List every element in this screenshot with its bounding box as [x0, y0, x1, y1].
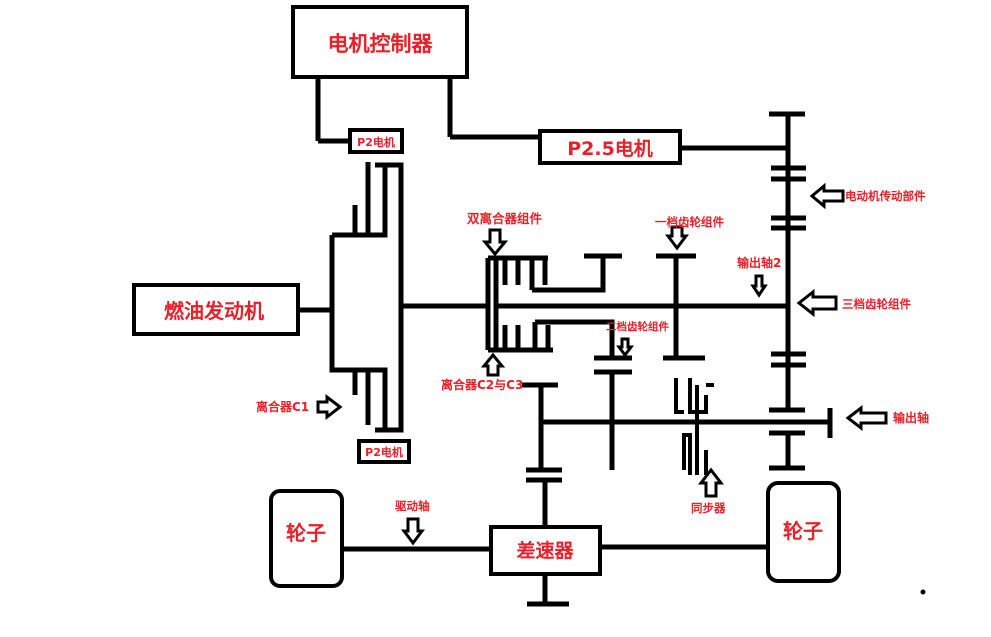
output-shaft-arrow-icon [845, 404, 888, 432]
p25-motor-label: P2.5电机 [567, 137, 653, 160]
wheel-left [269, 489, 344, 588]
clutch-c2-c3-arrow-icon [480, 352, 506, 377]
second-gear-label: 二档齿轮组件 [606, 320, 669, 333]
clutch-c2-c3-label: 离合器C2与C3 [441, 377, 523, 392]
synchronizer-label: 同步器 [691, 501, 726, 515]
motor-controller-box [291, 5, 469, 79]
stray-dot [920, 589, 926, 595]
output-shaft-2-label: 输出轴2 [737, 255, 781, 270]
motor-drive-gear-train [769, 111, 806, 471]
wheel-left-label: 轮子 [286, 521, 326, 545]
differential-label: 差速器 [516, 539, 574, 562]
first-gear-arrow-icon [665, 225, 689, 251]
wheel-right [766, 481, 841, 583]
differential-box [489, 525, 602, 576]
second-gear-set [594, 369, 632, 470]
p2-motor-bottom-label: P2电机 [365, 445, 403, 459]
engine-label: 燃油发动机 [164, 299, 264, 323]
motor-drive-parts-arrow-icon [809, 182, 845, 210]
p2-motor-bottom-box [357, 439, 411, 464]
dual-clutch-arrow-icon [481, 228, 509, 257]
p2-motor-top-box [348, 128, 404, 154]
drive-shaft-arrow-icon [401, 517, 425, 546]
third-gear-arrow-icon [796, 288, 838, 318]
motor-controller-label: 电机控制器 [328, 32, 434, 56]
first-gear-set [656, 253, 705, 361]
output-shaft-2-arrow-icon [750, 274, 768, 298]
second-gear-arrow-icon [616, 337, 634, 358]
motor-drive-parts-label: 电动机传动部件 [845, 189, 926, 203]
final-drive-gear [522, 382, 569, 607]
clutch-c1-assembly [329, 162, 488, 433]
wheel-right-label: 轮子 [783, 519, 823, 543]
dual-clutch-label: 双离合器组件 [466, 211, 543, 226]
synchronizer-arrow-icon [697, 467, 725, 498]
output-shaft-label: 输出轴 [893, 410, 929, 425]
p2-motor-top-label: P2电机 [357, 135, 395, 149]
first-gear-label: 一档齿轮组件 [655, 215, 724, 229]
synchronizer [674, 378, 714, 475]
clutch-c1-label: 离合器C1 [256, 399, 309, 414]
third-gear-label: 三档齿轮组件 [842, 297, 911, 311]
clutch-c1-arrow-icon [316, 393, 343, 421]
drive-shaft-label: 驱动轴 [395, 499, 430, 513]
p25-motor-box [538, 129, 682, 165]
